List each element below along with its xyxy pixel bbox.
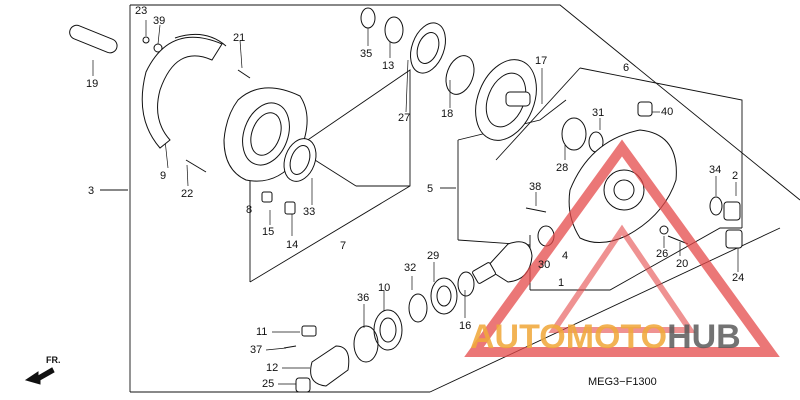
- callout-26: 26: [656, 248, 669, 260]
- brake-shoe-9: [141, 36, 223, 149]
- clip-11: [301, 325, 317, 337]
- collar-13: [384, 16, 404, 44]
- joint-25: [295, 377, 311, 393]
- washer-26: [659, 225, 669, 235]
- parts: [24, 7, 743, 393]
- watermark-text-b: HUB: [667, 318, 741, 356]
- watermark-logo: AUTOMOTOHUB: [470, 318, 741, 357]
- watermark-triangle-inner: [548, 224, 696, 333]
- callout-2: 2: [732, 170, 739, 182]
- nut-24: [725, 229, 743, 249]
- callout-3: 3: [88, 185, 95, 197]
- callout-10: 10: [378, 282, 391, 294]
- callout-31: 31: [592, 107, 605, 119]
- callout-23: 23: [135, 5, 148, 17]
- bolt-23: [142, 36, 150, 44]
- callout-38: 38: [529, 181, 542, 193]
- washer-34: [709, 196, 723, 216]
- callout-40: 40: [661, 106, 674, 118]
- callout-25: 25: [262, 378, 275, 390]
- callout-12: 12: [266, 362, 279, 374]
- callout-35: 35: [360, 48, 373, 60]
- callout-9: 9: [160, 170, 167, 182]
- callout-15: 15: [262, 226, 275, 238]
- washer-39: [153, 43, 163, 53]
- boot-12: [310, 345, 350, 387]
- oring-36: [353, 325, 379, 363]
- callout-39: 39: [153, 15, 166, 27]
- front-arrow-icon: [24, 367, 55, 385]
- watermark-triangle-icon: [464, 139, 780, 357]
- callout-32: 32: [404, 262, 417, 274]
- callout-13: 13: [382, 60, 395, 72]
- callout-7: 7: [340, 240, 347, 252]
- callout-17: 17: [535, 55, 548, 67]
- drawing-code: MEG3−F1300: [588, 376, 657, 388]
- callout-22: 22: [181, 188, 194, 200]
- callout-24: 24: [732, 272, 745, 284]
- oring-35: [360, 7, 376, 29]
- watermark-text-a: AUTOMOTO: [470, 318, 668, 356]
- callout-30: 30: [538, 259, 551, 271]
- cap-40: [637, 101, 653, 117]
- nut-2: [723, 201, 741, 221]
- callout-19: 19: [86, 78, 99, 90]
- shim-18: [445, 55, 475, 95]
- seal-16: [457, 271, 475, 297]
- front-direction-label: FR.: [46, 355, 61, 365]
- callout-36: 36: [357, 292, 370, 304]
- bolt-22: [185, 159, 207, 173]
- callout-29: 29: [427, 250, 440, 262]
- pin-19: [69, 24, 118, 54]
- callout-16: 16: [459, 320, 472, 332]
- pinion-gear: [485, 241, 533, 283]
- stud-38: [525, 207, 547, 213]
- oring-32: [408, 293, 428, 323]
- callout-5: 5: [427, 183, 434, 195]
- callout-1: 1: [558, 277, 565, 289]
- callout-28: 28: [556, 162, 569, 174]
- callout-37: 37: [250, 344, 263, 356]
- bolt-37: [283, 345, 297, 349]
- callout-18: 18: [441, 108, 454, 120]
- callout-27: 27: [398, 112, 411, 124]
- callout-34: 34: [709, 164, 722, 176]
- callout-8: 8: [246, 204, 253, 216]
- bolt-21: [237, 69, 251, 79]
- callout-11: 11: [256, 326, 268, 338]
- washer-15: [261, 191, 273, 203]
- callout-6: 6: [623, 62, 630, 74]
- cam-14: [284, 201, 296, 215]
- callout-14: 14: [286, 239, 299, 251]
- callout-33: 33: [303, 206, 316, 218]
- callout-21: 21: [233, 32, 246, 44]
- bearing-28: [561, 117, 587, 151]
- callout-20: 20: [676, 258, 689, 270]
- callout-4: 4: [562, 250, 569, 262]
- leader-lines: [92, 20, 739, 385]
